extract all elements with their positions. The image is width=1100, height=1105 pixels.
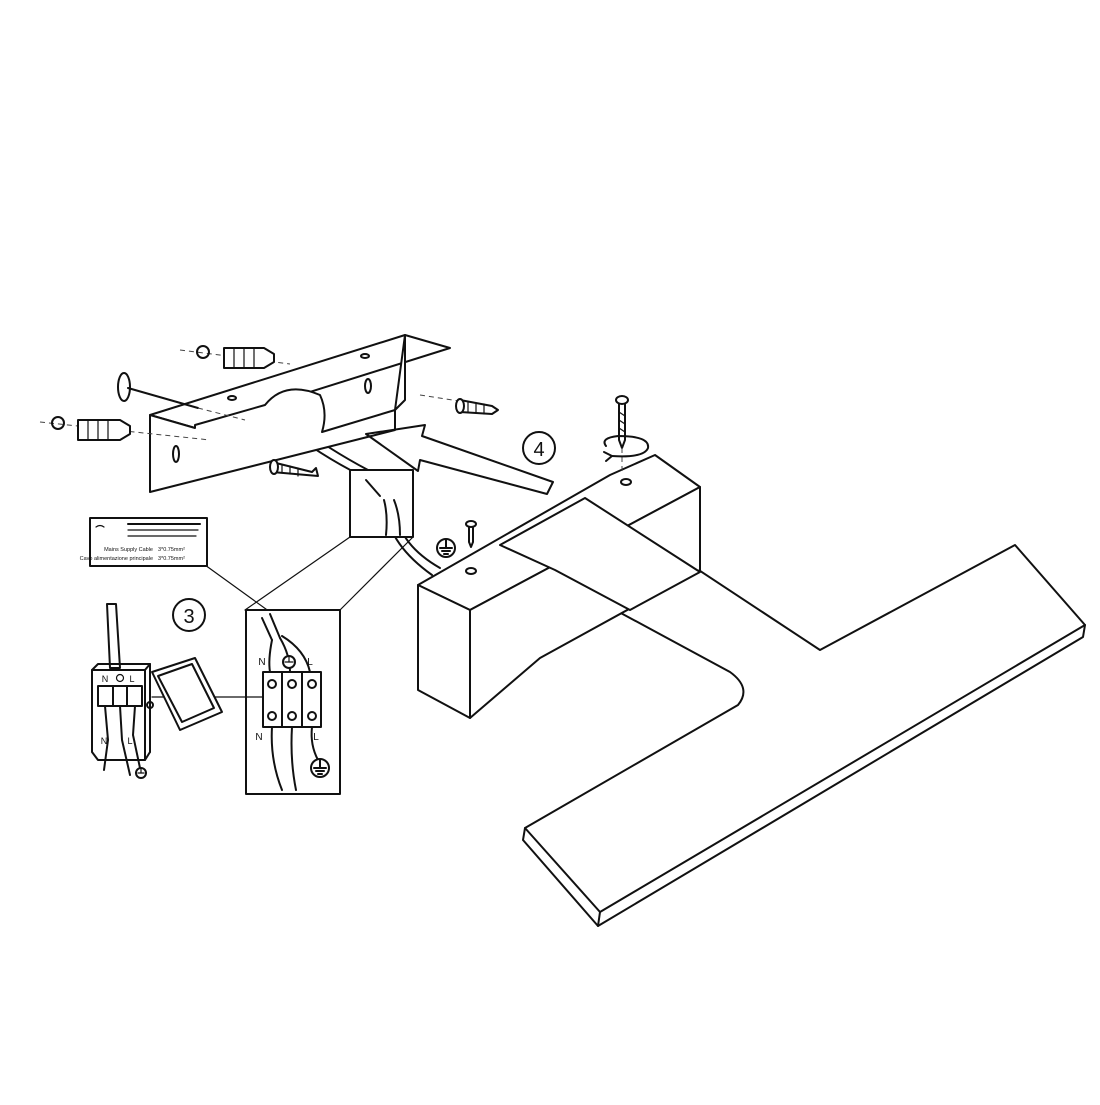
junction-top-l: L	[129, 674, 134, 684]
wall-plug-icon	[39, 416, 211, 441]
step-4-marker: 4	[522, 431, 556, 465]
earth-ground-icon	[436, 538, 456, 558]
cable-label-name-it: Cavo alimentazione principale	[80, 556, 153, 562]
junction-bottom-l: L	[127, 736, 132, 746]
terminal-top-n: N	[258, 657, 265, 668]
terminal-top-l: L	[307, 657, 313, 668]
step-4-label: 4	[533, 439, 544, 461]
screw-icon	[419, 394, 499, 415]
wall-plug-icon	[179, 345, 291, 369]
terminal-bottom-l: L	[313, 732, 319, 743]
screw-icon	[615, 395, 629, 472]
screw-icon	[269, 459, 319, 477]
earth-ground-icon	[310, 758, 330, 778]
direction-arrow-icon	[365, 424, 554, 495]
junction-box-cover	[151, 657, 223, 731]
junction-bottom-n: N	[101, 736, 108, 746]
junction-top-n: N	[102, 674, 109, 684]
cable-label-name-en: Mains Supply Cable	[104, 547, 153, 553]
terminal-bottom-n: N	[255, 732, 262, 743]
step-3-label: 3	[183, 606, 194, 628]
wall-bracket	[149, 334, 451, 493]
step-3-marker: 3	[172, 598, 206, 632]
junction-box: N L N L	[91, 603, 154, 779]
rotation-arrow-icon	[603, 435, 650, 462]
earth-ground-icon	[135, 767, 147, 779]
screw-icon	[465, 520, 477, 548]
wall-anchor-disc	[117, 372, 246, 421]
detail-callout	[204, 469, 414, 613]
wall-mount-block	[417, 454, 701, 719]
terminal-block-detail: N L N L	[245, 609, 341, 795]
cable-label-value-en: 3*0.75mm²	[158, 547, 185, 553]
cable-label-value-it: 3*0.75mm²	[158, 556, 185, 562]
cable-label: Mains Supply Cable 3*0.75mm² Cavo alimen…	[80, 517, 208, 567]
